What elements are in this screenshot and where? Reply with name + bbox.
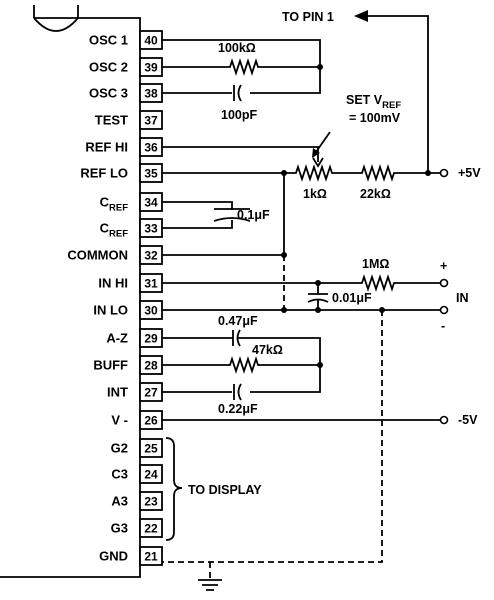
v-minus-supply: -5V: [162, 413, 478, 427]
pin-number: 27: [144, 386, 158, 400]
pin-number: 40: [144, 34, 158, 48]
pin-30: 30 IN LO: [93, 300, 163, 320]
oscillator-network: 100kΩ 100pF: [162, 39, 323, 122]
pin-label: C3: [111, 467, 128, 482]
pin-number: 23: [144, 495, 158, 509]
pin-number: 26: [144, 414, 158, 428]
pin-number: 39: [144, 61, 158, 75]
pin-number: 33: [144, 222, 158, 236]
pin-number: 24: [144, 468, 158, 482]
pin-label: BUFF: [93, 358, 128, 373]
pin-label: REF LO: [80, 166, 128, 181]
resistor-47k-label: 47kΩ: [252, 343, 283, 357]
to-pin1-label: TO PIN 1: [282, 10, 334, 24]
capacitor-0-47uf-label: 0.47μF: [218, 314, 258, 328]
pin-number: 34: [144, 196, 158, 210]
pin-label: V -: [111, 413, 128, 428]
ground-symbol: [198, 562, 222, 591]
pin-label: A3: [111, 494, 128, 509]
pin-21: 21 GND: [99, 546, 163, 566]
pot-1k-label: 1kΩ: [303, 187, 327, 201]
reference-network: TO PIN 1 SET VREF = 100mV 1kΩ 22kΩ +5V: [162, 10, 481, 201]
pin-29: 29 A-Z: [106, 328, 163, 348]
pin-number: 22: [144, 522, 158, 536]
pin-33: 33 CREF: [100, 218, 163, 240]
pin-31: 31 IN HI: [98, 273, 163, 293]
pin-label: COMMON: [67, 248, 128, 263]
input-minus-label: -: [441, 319, 445, 333]
pin-28: 28 BUFF: [93, 355, 163, 375]
pin-label: CREF: [100, 221, 129, 240]
pin-23: 23 A3: [111, 491, 163, 511]
pin-label: G3: [111, 521, 128, 536]
integrator-network: 0.47μF 47kΩ 0.22μF: [162, 314, 323, 416]
pin-35: 35 REF LO: [80, 163, 163, 183]
pin-22: 22 G3: [111, 518, 163, 538]
pin-box: [139, 546, 163, 566]
pin-number: 30: [144, 304, 158, 318]
pin-label: TEST: [95, 113, 128, 128]
input-plus-label: +: [440, 259, 447, 273]
minus5v-label: -5V: [458, 413, 478, 427]
resistor-22k-label: 22kΩ: [360, 187, 391, 201]
pin-number: 31: [144, 277, 158, 291]
resistor-100k-label: 100kΩ: [218, 41, 256, 55]
pin-38: 38 OSC 3: [89, 83, 163, 103]
pin-number: 37: [144, 114, 158, 128]
pin-number: 38: [144, 87, 158, 101]
pin-box: [139, 491, 163, 511]
capacitor-0-1uf-label: 0.1μF: [237, 208, 270, 222]
vref-value-label: = 100mV: [349, 111, 401, 125]
input-in-label: IN: [456, 291, 469, 305]
pin-36: 36 REF HI: [85, 137, 163, 157]
pin-box: [139, 438, 163, 458]
pin-label: A-Z: [106, 331, 128, 346]
capacitor-0-01uf-label: 0.01μF: [332, 291, 372, 305]
capacitor-100pf-label: 100pF: [221, 108, 257, 122]
pin-number: 32: [144, 249, 158, 263]
pin-label: GND: [99, 549, 128, 564]
pin-number: 21: [144, 550, 158, 564]
pin-label: IN HI: [98, 276, 128, 291]
pin-32: 32 COMMON: [67, 245, 163, 265]
ic-notch: [33, 17, 79, 32]
pin-label: IN LO: [93, 303, 128, 318]
ic-pins: 40 OSC 1 39 OSC 2 38 OSC 3 37 TEST 36 REF HI 35 REF…: [67, 30, 163, 566]
pin-number: 36: [144, 141, 158, 155]
pin-label: G2: [111, 441, 128, 456]
input-network: 1MΩ 0.01μF + - IN: [162, 173, 469, 563]
pin-27: 27 INT: [107, 382, 163, 402]
pin-39: 39 OSC 2: [89, 57, 163, 77]
pin-number: 28: [144, 359, 158, 373]
plus5v-label: +5V: [458, 166, 481, 180]
capacitor-0-22uf-label: 0.22μF: [218, 402, 258, 416]
pin-37: 37 TEST: [95, 110, 163, 130]
pin-label: INT: [107, 385, 128, 400]
display-bracket: TO DISPLAY: [165, 437, 262, 541]
pin-34: 34 CREF: [100, 192, 163, 214]
to-display-label: TO DISPLAY: [188, 483, 262, 497]
pin-box: [139, 464, 163, 484]
pin-box: [139, 518, 163, 538]
pin-label: OSC 1: [89, 33, 128, 48]
pin-label: OSC 3: [89, 86, 128, 101]
pin-label: CREF: [100, 195, 129, 214]
pin-number: 35: [144, 167, 158, 181]
pin-40: 40 OSC 1: [89, 30, 163, 50]
resistor-1m-label: 1MΩ: [362, 257, 389, 271]
set-vref-label: SET VREF: [346, 93, 401, 111]
pin-25: 25 G2: [111, 438, 163, 458]
pin-26: 26 V -: [111, 410, 163, 430]
pin-box: [139, 110, 163, 130]
cref-network: 0.1μF: [162, 201, 270, 229]
pin-number: 25: [144, 442, 158, 456]
pin-label: REF HI: [85, 140, 128, 155]
pin-label: OSC 2: [89, 60, 128, 75]
pin-number: 29: [144, 332, 158, 346]
pin-24: 24 C3: [111, 464, 163, 484]
